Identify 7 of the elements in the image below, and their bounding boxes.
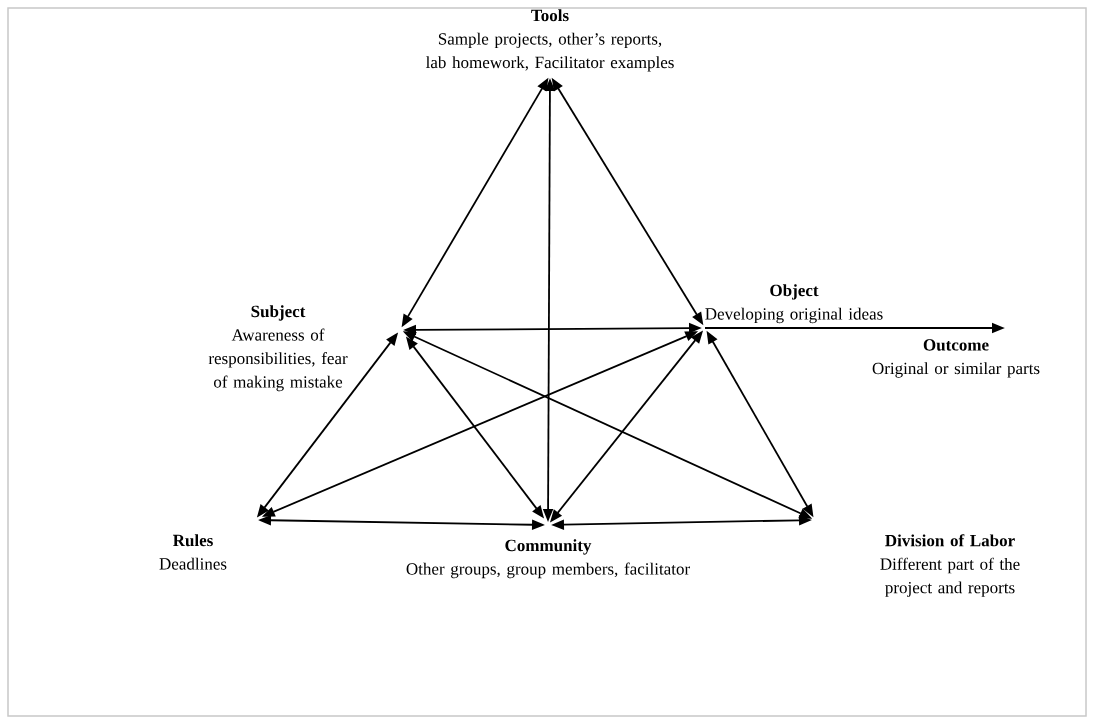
text-label: Rules Deadlines — [159, 534, 227, 570]
text-label: Community Other groups, group members, facilitator — [406, 539, 690, 579]
text-label: Tools Sample projects, other’s reports, lab homework, Facilitator examples — [425, 9, 674, 72]
text-label: Division of Labor Different part of the project and reports — [880, 534, 1020, 597]
text-label: Outcome Original or similar parts — [872, 339, 1040, 378]
text-label: Subject Awareness of responsibilities, fear of making mistake — [208, 305, 348, 392]
text-label: Object Developing original ideas — [705, 284, 883, 324]
